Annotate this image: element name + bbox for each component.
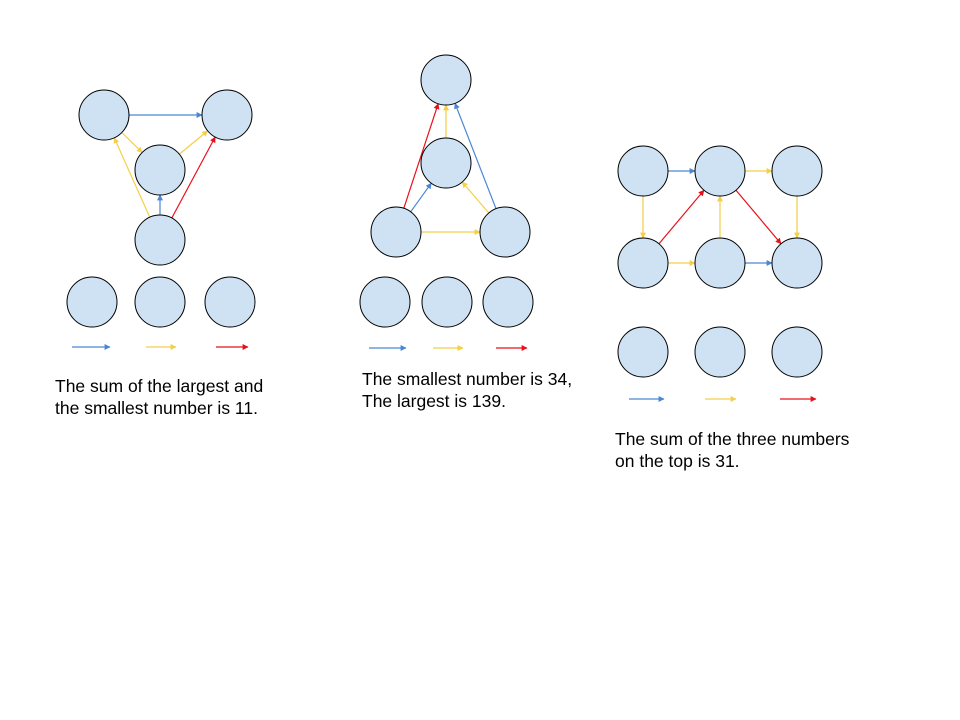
node-circle-p3-g: [617, 326, 669, 378]
node-circle-p1-f: [134, 276, 186, 328]
node-circle-p2-d: [479, 206, 531, 258]
node-circle-p2-b: [420, 137, 472, 189]
node-circle-p1-c: [134, 144, 186, 196]
caption-puzzle-1: The sum of the largest and the smallest …: [55, 375, 263, 419]
edge-blue-p2: [410, 182, 432, 213]
node-circle-p3-f: [771, 237, 823, 289]
caption-line: The sum of the three numbers: [615, 429, 850, 449]
node-circle-p2-f: [421, 276, 473, 328]
caption-puzzle-3: The sum of the three numbers on the top …: [615, 428, 849, 472]
node-circle-p3-h: [694, 326, 746, 378]
edge-red-p1: [171, 136, 216, 219]
node-circle-p3-e: [694, 237, 746, 289]
node-circle-p2-c: [370, 206, 422, 258]
node-circle-p3-c: [771, 145, 823, 197]
edge-yellow-p1: [113, 137, 151, 218]
edge-yellow-p1: [121, 132, 143, 153]
edge-red-p2: [403, 103, 440, 209]
node-circle-p1-e: [66, 276, 118, 328]
node-circle-p3-d: [617, 237, 669, 289]
node-circle-p3-a: [617, 145, 669, 197]
caption-line: on the top is 31.: [615, 451, 740, 471]
edge-blue-p2: [454, 102, 497, 209]
graph-edges: [113, 102, 800, 266]
edge-red-p3: [658, 189, 705, 245]
arrow-legends: [72, 344, 817, 402]
node-circle-p1-a: [78, 89, 130, 141]
graph-nodes: [66, 54, 823, 378]
caption-line: the smallest number is 11.: [55, 398, 258, 418]
caption-line: The sum of the largest and: [55, 376, 264, 396]
caption-puzzle-2: The smallest number is 34, The largest i…: [362, 368, 572, 412]
edge-yellow-p1: [178, 130, 209, 155]
node-circle-p2-g: [482, 276, 534, 328]
node-circle-p2-e: [359, 276, 411, 328]
node-circle-p3-i: [771, 326, 823, 378]
node-circle-p1-d: [134, 214, 186, 266]
node-circle-p1-b: [201, 89, 253, 141]
edge-red-p3: [735, 189, 782, 245]
node-circle-p1-g: [204, 276, 256, 328]
caption-line: The largest is 139.: [362, 391, 506, 411]
edge-yellow-p2: [461, 181, 490, 214]
node-circle-p2-a: [420, 54, 472, 106]
caption-line: The smallest number is 34,: [362, 369, 573, 389]
node-circle-p3-b: [694, 145, 746, 197]
